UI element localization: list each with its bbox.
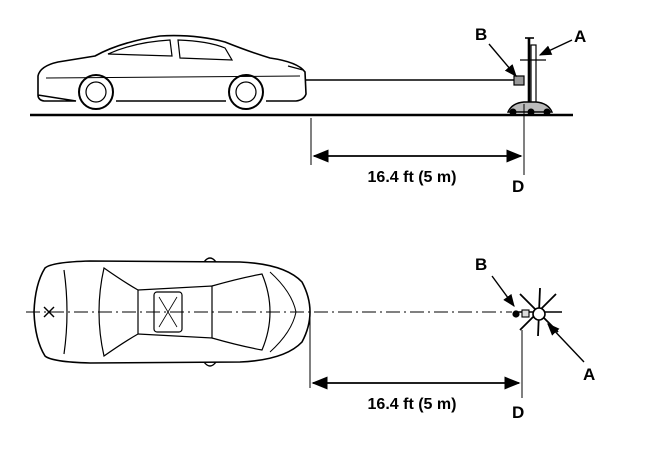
- side-callout-d: D: [512, 177, 524, 196]
- top-view: B A 16.4 ft (5 m) D: [26, 255, 595, 422]
- car-center-mark: [43, 306, 55, 318]
- side-target-stand: [506, 37, 554, 116]
- car-side: [37, 34, 307, 110]
- side-callout-b-leader: [488, 43, 517, 77]
- top-callout-a-leader: [547, 323, 585, 363]
- side-callout-a-leader: [538, 39, 573, 56]
- top-target: [516, 287, 562, 337]
- side-callout-b: B: [475, 25, 487, 44]
- top-item-b: [512, 310, 520, 318]
- side-callout-a: A: [574, 27, 586, 46]
- top-callout-b-leader: [491, 275, 515, 308]
- side-item-b: [513, 75, 525, 86]
- top-callout-b: B: [475, 255, 487, 274]
- top-callout-a: A: [583, 365, 595, 384]
- side-distance-label: 16.4 ft (5 m): [368, 169, 457, 186]
- side-view: A B 16.4 ft (5 m) D: [30, 25, 586, 196]
- top-callout-d: D: [512, 403, 524, 422]
- top-distance-label: 16.4 ft (5 m): [368, 396, 457, 413]
